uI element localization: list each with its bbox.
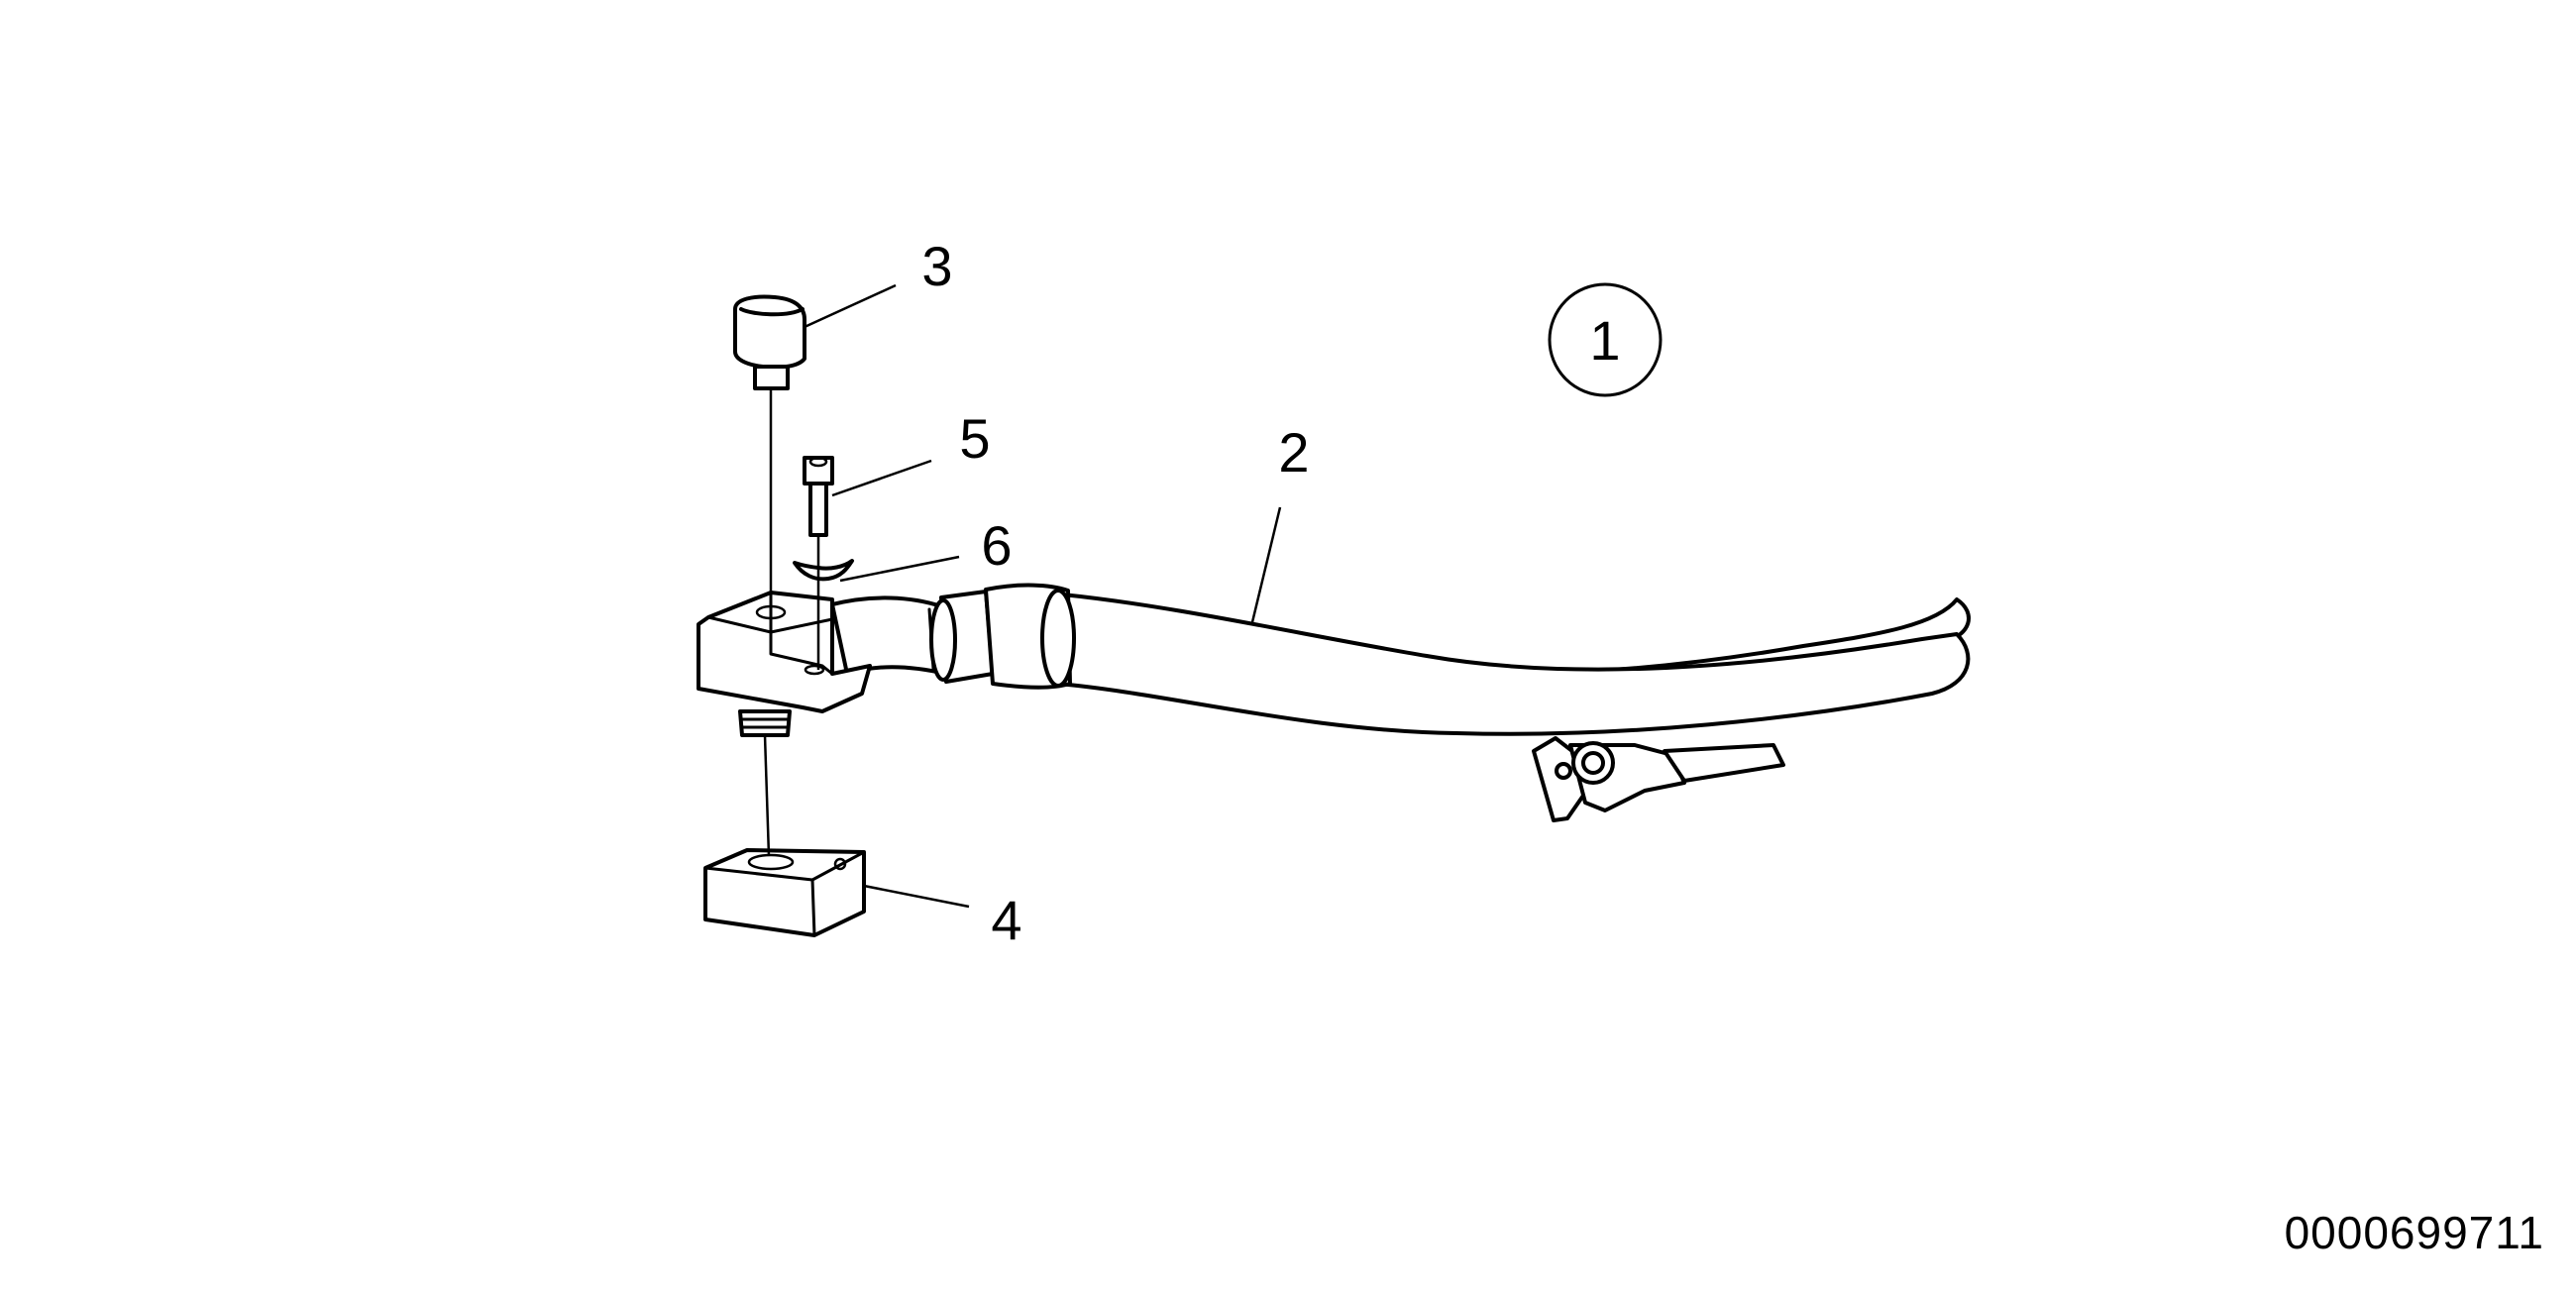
callout-3: 3 (921, 235, 952, 297)
socket-head-screw (803, 456, 834, 537)
mounting-bracket (697, 591, 872, 737)
callout-6: 6 (981, 514, 1012, 577)
rubber-mount-block (703, 848, 866, 937)
callout-4: 4 (991, 889, 1021, 951)
callout-1-circle (1548, 282, 1663, 397)
cap-plug (733, 294, 806, 390)
leader-lines (804, 283, 1282, 909)
hose-pipe (830, 583, 1971, 822)
callout-1: 1 (1589, 309, 1620, 372)
document-id: 0000699711 (2284, 1207, 2544, 1258)
callout-5: 5 (959, 407, 990, 470)
washer-clip (793, 559, 854, 582)
callout-labels: 1 2 3 4 5 6 (921, 235, 1663, 951)
assembly-alignment-lines (763, 388, 820, 857)
callout-2: 2 (1278, 421, 1309, 484)
